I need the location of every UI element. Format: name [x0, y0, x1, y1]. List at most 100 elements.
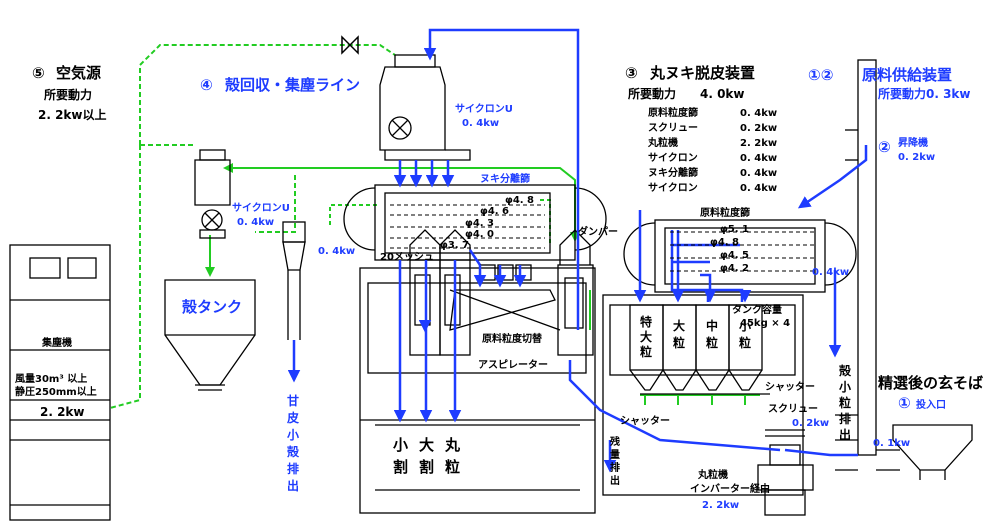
section-5-num: ⑤ [32, 64, 45, 82]
dust-spec-1: 風量30m³ 以上 [15, 372, 87, 385]
shutter-2-label: シャッター [620, 415, 670, 427]
sweet-skin-4: 排 [287, 461, 299, 476]
dust-kw: 2. 2kw [40, 405, 85, 419]
damper-label: ダンパー [578, 225, 618, 238]
tank-3-a: 小 [739, 318, 751, 333]
section-12-power: 所要動力0. 3kw [878, 86, 971, 101]
small-out-2: 粒 [839, 395, 851, 410]
outlet-2-a: 丸 [444, 436, 461, 454]
section-12-num: ①② [808, 66, 833, 84]
dehuller-section: ③ 丸ヌキ脱皮装置 所要動力 4. 0kw 原料粒度篩 0. 4kw スクリュー… [625, 64, 777, 194]
cyclone-u-1-kw: 0. 4kw [462, 118, 499, 129]
inlet-kw: 0. 1kw [873, 438, 910, 449]
outlet-0-b: 割 [393, 458, 408, 476]
screw-kw: 0. 2kw [792, 418, 829, 429]
sweet-skin-2: 小 [287, 427, 299, 442]
section-3-power-label: 所要動力 [628, 86, 676, 101]
grain-switch-label: 原料粒度切替 [482, 332, 543, 345]
tank-4 [728, 304, 763, 371]
tank-0-a: 特 [640, 314, 652, 329]
air-line-small-cyc [329, 204, 380, 225]
section-3-title: 丸ヌキ脱皮装置 [649, 64, 755, 82]
dust-spec-2: 静圧250mm以上 [15, 385, 97, 398]
breakdown-kw-0: 0. 4kw [740, 108, 777, 119]
sweet-skin-1: 皮 [286, 410, 299, 425]
breakdown-name-0: 原料粒度篩 [648, 106, 698, 119]
section-4-title: 殻回収・集塵ライン [225, 76, 360, 94]
tank-2-a: 中 [706, 318, 718, 333]
small-out-4: 出 [839, 427, 851, 442]
tank-capacity-value: 45kg × 4 [740, 318, 790, 329]
small-out-1: 小 [839, 379, 851, 394]
breakdown-name-3: サイクロン [648, 152, 698, 164]
section-12-title: 原料供給装置 [862, 66, 952, 84]
residue-out-0: 残 [610, 435, 620, 448]
sweet-skin-0: 甘 [287, 393, 299, 408]
section-5-power-label: 所要動力 [44, 87, 92, 102]
sieve-size-3: φ4. 0 [465, 229, 494, 240]
section-3-num: ③ [625, 64, 638, 82]
residue-out-3: 出 [610, 474, 620, 487]
valve-icon [341, 35, 359, 55]
dust-collector-label: 集塵機 [41, 336, 72, 349]
outlet-2-b: 粒 [445, 458, 460, 476]
husk-line-section: ④ 殻回収・集塵ライン [200, 76, 360, 94]
outlet-1-b: 割 [419, 458, 434, 476]
after-sort-label: 精選後の玄そば [878, 374, 983, 392]
raw-sieve-kw: 0. 4kw [812, 267, 849, 278]
elevator-kw: 0. 2kw [898, 152, 935, 163]
raw-sieve-size-0: φ5. 1 [720, 224, 749, 235]
husk-tank-label: 殻タンク [182, 298, 242, 316]
tank-1-a: 大 [673, 318, 685, 333]
feeder-section: ①② 原料供給装置 所要動力0. 3kw [808, 66, 971, 101]
section-5-power-value: 2. 2kw以上 [38, 107, 107, 122]
small-cyclone-kw: 0. 4kw [318, 246, 355, 257]
tank-0-c: 粒 [640, 344, 652, 359]
raw-sieve-size-2: φ4. 5 [720, 250, 749, 261]
inlet-label: 投入口 [916, 398, 946, 411]
flow-lines [287, 28, 868, 473]
cyclone-u-2-kw: 0. 4kw [237, 217, 274, 228]
aspirator-label: アスピレーター [478, 359, 548, 371]
cyclone-u-1-label: サイクロンU [455, 103, 513, 115]
breakdown-kw-5: 0. 4kw [740, 183, 777, 194]
outlet-0-a: 小 [393, 436, 408, 454]
marugrain-label: 丸粒機 [697, 468, 728, 481]
screw-label: スクリュー [768, 403, 818, 415]
sieve-size-2: φ4. 3 [465, 218, 494, 229]
tank-2-b: 粒 [706, 335, 718, 350]
raw-sieve-size-1: φ4. 8 [710, 237, 739, 248]
flow-main-up [423, 28, 580, 330]
air-line-to-collector [109, 145, 141, 409]
sieve-size-0: φ4. 8 [505, 195, 534, 206]
tank-1-b: 粒 [673, 335, 685, 350]
sieve-size-1: φ4. 6 [480, 206, 509, 217]
nuki-sieve-label: ヌキ分離篩 [480, 172, 530, 185]
sweet-skin-3: 殻 [287, 444, 300, 459]
breakdown-kw-4: 0. 4kw [740, 168, 777, 179]
inverter-label: インバーター経由 [690, 482, 770, 495]
residue-out-1: 量 [610, 448, 620, 461]
husk-tank [164, 279, 256, 386]
section-4-num: ④ [200, 76, 213, 94]
raw-sieve-label: 原料粒度篩 [700, 206, 750, 219]
cyclone-u-2-label: サイクロンU [232, 202, 290, 214]
air-source-section: ⑤ 空気源 所要動力 2. 2kw以上 [32, 64, 107, 122]
breakdown-kw-1: 0. 2kw [740, 123, 777, 134]
shutter-label: シャッター [765, 381, 815, 393]
small-out-3: 排 [839, 411, 851, 426]
breakdown-kw-2: 2. 2kw [740, 138, 777, 149]
sieve-lines [390, 204, 815, 272]
residue-out-2: 排 [610, 461, 620, 474]
right-frame [602, 294, 804, 496]
mesh-20-label: 20メッシュ [380, 251, 434, 263]
tank-capacity-label: タンク容量 [732, 303, 782, 316]
breakdown-name-4: ヌキ分離篩 [648, 166, 698, 179]
section-5-title: 空気源 [56, 64, 101, 82]
air-line-feed-cyclone [255, 175, 296, 233]
outlet-1-a: 大 [419, 436, 434, 454]
sweet-skin-5: 出 [287, 478, 299, 493]
elevator-label: 昇降機 [898, 136, 928, 149]
sieve-size-4: φ3. 7 [440, 240, 469, 251]
